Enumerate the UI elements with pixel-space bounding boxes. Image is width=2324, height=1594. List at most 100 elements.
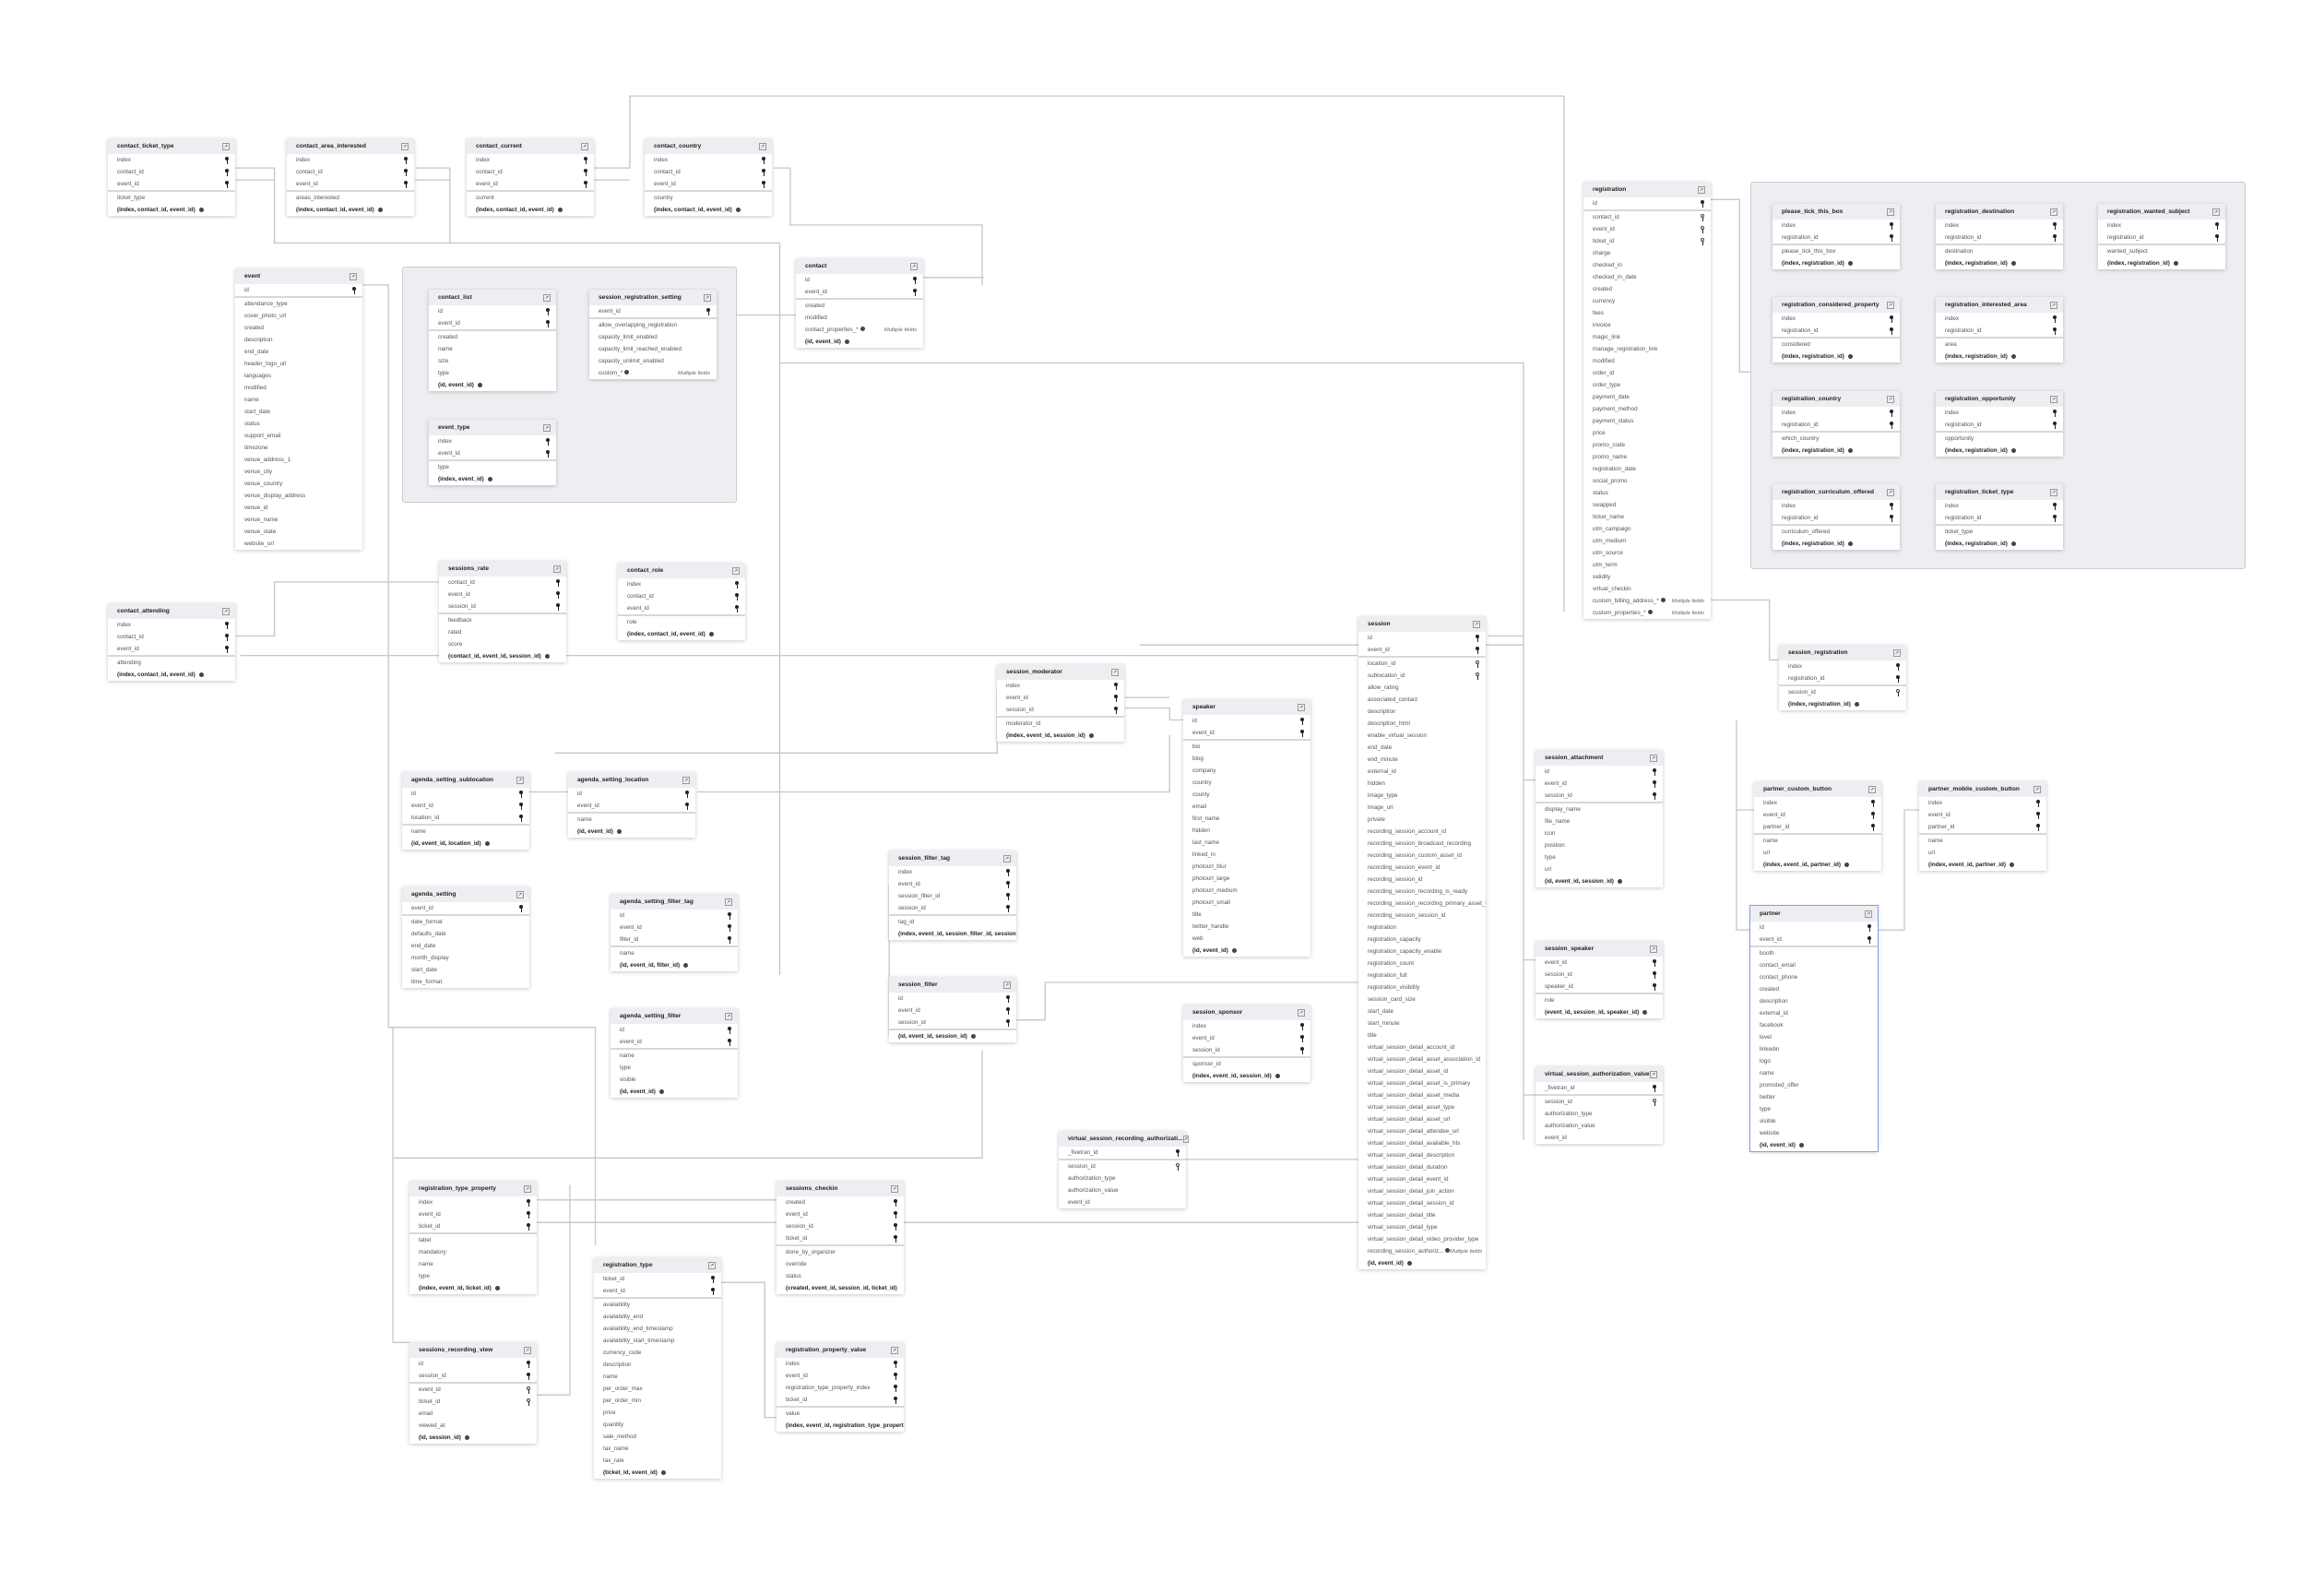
multiple-fields-row[interactable]: custom_billing_address_* Multiple fields xyxy=(1583,595,1711,607)
column-row[interactable]: recording_session_recording_primary_asse… xyxy=(1358,898,1486,910)
column-row[interactable]: defaults_date xyxy=(402,928,529,940)
table-header[interactable]: sessions_recording_view↗ xyxy=(409,1342,537,1358)
column-row[interactable]: venue_display_address xyxy=(235,490,362,502)
column-row[interactable]: virtual_session_detail_asset_media xyxy=(1358,1089,1486,1101)
column-row[interactable]: name xyxy=(611,947,738,959)
table-header[interactable]: event_type↗ xyxy=(429,420,556,435)
column-row[interactable]: authorization_type xyxy=(1059,1172,1186,1184)
column-row[interactable]: type xyxy=(429,367,556,379)
table-virtual-session-authorization-value[interactable]: virtual_session_authorization_value↗_fiv… xyxy=(1536,1066,1663,1144)
column-row[interactable]: visible xyxy=(1750,1115,1878,1127)
column-row[interactable]: session_card_size xyxy=(1358,993,1486,1005)
column-row[interactable]: start_date xyxy=(235,406,362,418)
open-table-icon[interactable]: ↗ xyxy=(1887,301,1894,309)
column-row[interactable]: website xyxy=(1750,1127,1878,1139)
column-row[interactable]: file_name xyxy=(1536,815,1663,827)
table-header[interactable]: session↗ xyxy=(1358,616,1486,632)
open-table-icon[interactable]: ↗ xyxy=(543,293,551,302)
foreign-key-row[interactable]: ticket_id xyxy=(409,1396,537,1408)
primary-key-row[interactable]: id xyxy=(1750,922,1878,934)
column-row[interactable]: web xyxy=(1183,933,1310,945)
table-header[interactable]: speaker↗ xyxy=(1183,699,1310,715)
open-table-icon[interactable]: ↗ xyxy=(1887,208,1894,216)
column-row[interactable]: position xyxy=(1536,839,1663,851)
primary-key-row[interactable]: event_id xyxy=(889,878,1016,890)
column-row[interactable]: county xyxy=(1183,789,1310,801)
column-row[interactable]: override xyxy=(777,1258,904,1270)
column-row[interactable]: registration_date xyxy=(1583,463,1711,475)
column-row[interactable]: virtual_session_detail_asset_type xyxy=(1358,1101,1486,1113)
column-row[interactable]: title xyxy=(1183,909,1310,921)
column-row[interactable]: image_type xyxy=(1358,790,1486,802)
column-row[interactable]: recording_session_account_id xyxy=(1358,826,1486,838)
primary-key-row[interactable]: id xyxy=(409,1358,537,1370)
primary-key-row[interactable]: registration_type_property_index xyxy=(777,1382,904,1394)
foreign-key-row[interactable]: event_id xyxy=(409,1384,537,1396)
column-row[interactable]: registration_count xyxy=(1358,958,1486,969)
column-row[interactable]: name xyxy=(409,1258,537,1270)
table-header[interactable]: agenda_setting↗ xyxy=(402,886,529,902)
column-row[interactable]: virtual_session_detail_duration xyxy=(1358,1161,1486,1173)
primary-key-row[interactable]: partner_id xyxy=(1754,821,1881,833)
open-table-icon[interactable]: ↗ xyxy=(2034,785,2041,793)
column-row[interactable]: quantity xyxy=(594,1419,721,1431)
column-row[interactable]: tag_id xyxy=(889,916,1016,928)
primary-key-row[interactable]: event_id xyxy=(409,1208,537,1220)
primary-key-row[interactable]: contact_id xyxy=(467,166,594,178)
primary-key-row[interactable]: index xyxy=(108,154,235,166)
column-row[interactable]: start_date xyxy=(402,964,529,976)
column-row[interactable]: invoice xyxy=(1583,319,1711,331)
column-row[interactable]: support_email xyxy=(235,430,362,442)
primary-key-row[interactable]: index xyxy=(429,435,556,447)
column-row[interactable]: virtual_session_detail_title xyxy=(1358,1209,1486,1221)
open-table-icon[interactable]: ↗ xyxy=(2050,395,2057,403)
primary-key-row[interactable]: event_id xyxy=(589,305,717,317)
primary-key-row[interactable]: index xyxy=(1183,1020,1310,1032)
primary-key-row[interactable]: registration_id xyxy=(1779,672,1906,684)
column-row[interactable]: associated_contact xyxy=(1358,694,1486,706)
open-table-icon[interactable]: ↗ xyxy=(1887,488,1894,496)
column-row[interactable]: sale_method xyxy=(594,1431,721,1443)
open-table-icon[interactable]: ↗ xyxy=(732,566,740,575)
column-row[interactable]: event_id xyxy=(1059,1196,1186,1208)
primary-key-row[interactable]: event_id xyxy=(796,286,923,298)
table-header[interactable]: virtual_session_authorization_value↗ xyxy=(1536,1066,1663,1082)
primary-key-row[interactable]: session_id xyxy=(1536,969,1663,981)
column-row[interactable]: venue_name xyxy=(235,514,362,526)
column-row[interactable]: email xyxy=(409,1408,537,1420)
primary-key-row[interactable]: event_id xyxy=(777,1370,904,1382)
column-row[interactable]: name xyxy=(429,343,556,355)
column-row[interactable]: price xyxy=(594,1407,721,1419)
column-row[interactable]: sponsor_id xyxy=(1183,1058,1310,1070)
multiple-fields-row[interactable]: recording_session_authoriz... Multiple f… xyxy=(1358,1245,1486,1257)
column-row[interactable]: viewed_at xyxy=(409,1420,537,1432)
column-row[interactable]: registration_full xyxy=(1358,969,1486,981)
primary-key-row[interactable]: id xyxy=(568,788,695,800)
column-row[interactable]: created xyxy=(1583,283,1711,295)
table-header[interactable]: sessions_rate↗ xyxy=(439,561,566,577)
column-row[interactable]: modified xyxy=(796,312,923,324)
column-row[interactable]: payment_status xyxy=(1583,415,1711,427)
column-row[interactable]: bio xyxy=(1183,741,1310,753)
open-table-icon[interactable]: ↗ xyxy=(1298,1008,1305,1017)
primary-key-row[interactable]: ticket_id xyxy=(409,1220,537,1232)
primary-key-row[interactable]: contact_id xyxy=(108,166,235,178)
column-row[interactable]: start_minute xyxy=(1358,1017,1486,1029)
column-row[interactable]: manage_registration_link xyxy=(1583,343,1711,355)
column-row[interactable]: currency_code xyxy=(594,1347,721,1359)
column-row[interactable]: registration_capacity xyxy=(1358,934,1486,946)
primary-key-row[interactable]: id xyxy=(1358,632,1486,644)
primary-key-row[interactable]: ticket_id xyxy=(777,1394,904,1406)
primary-key-row[interactable]: index xyxy=(777,1358,904,1370)
column-row[interactable]: destination xyxy=(1936,245,2063,257)
primary-key-row[interactable]: session_id xyxy=(889,1017,1016,1029)
column-row[interactable]: virtual_session_detail_event_id xyxy=(1358,1173,1486,1185)
column-row[interactable]: name xyxy=(594,1371,721,1383)
column-row[interactable]: email xyxy=(1183,801,1310,813)
primary-key-row[interactable]: registration_id xyxy=(1936,232,2063,244)
